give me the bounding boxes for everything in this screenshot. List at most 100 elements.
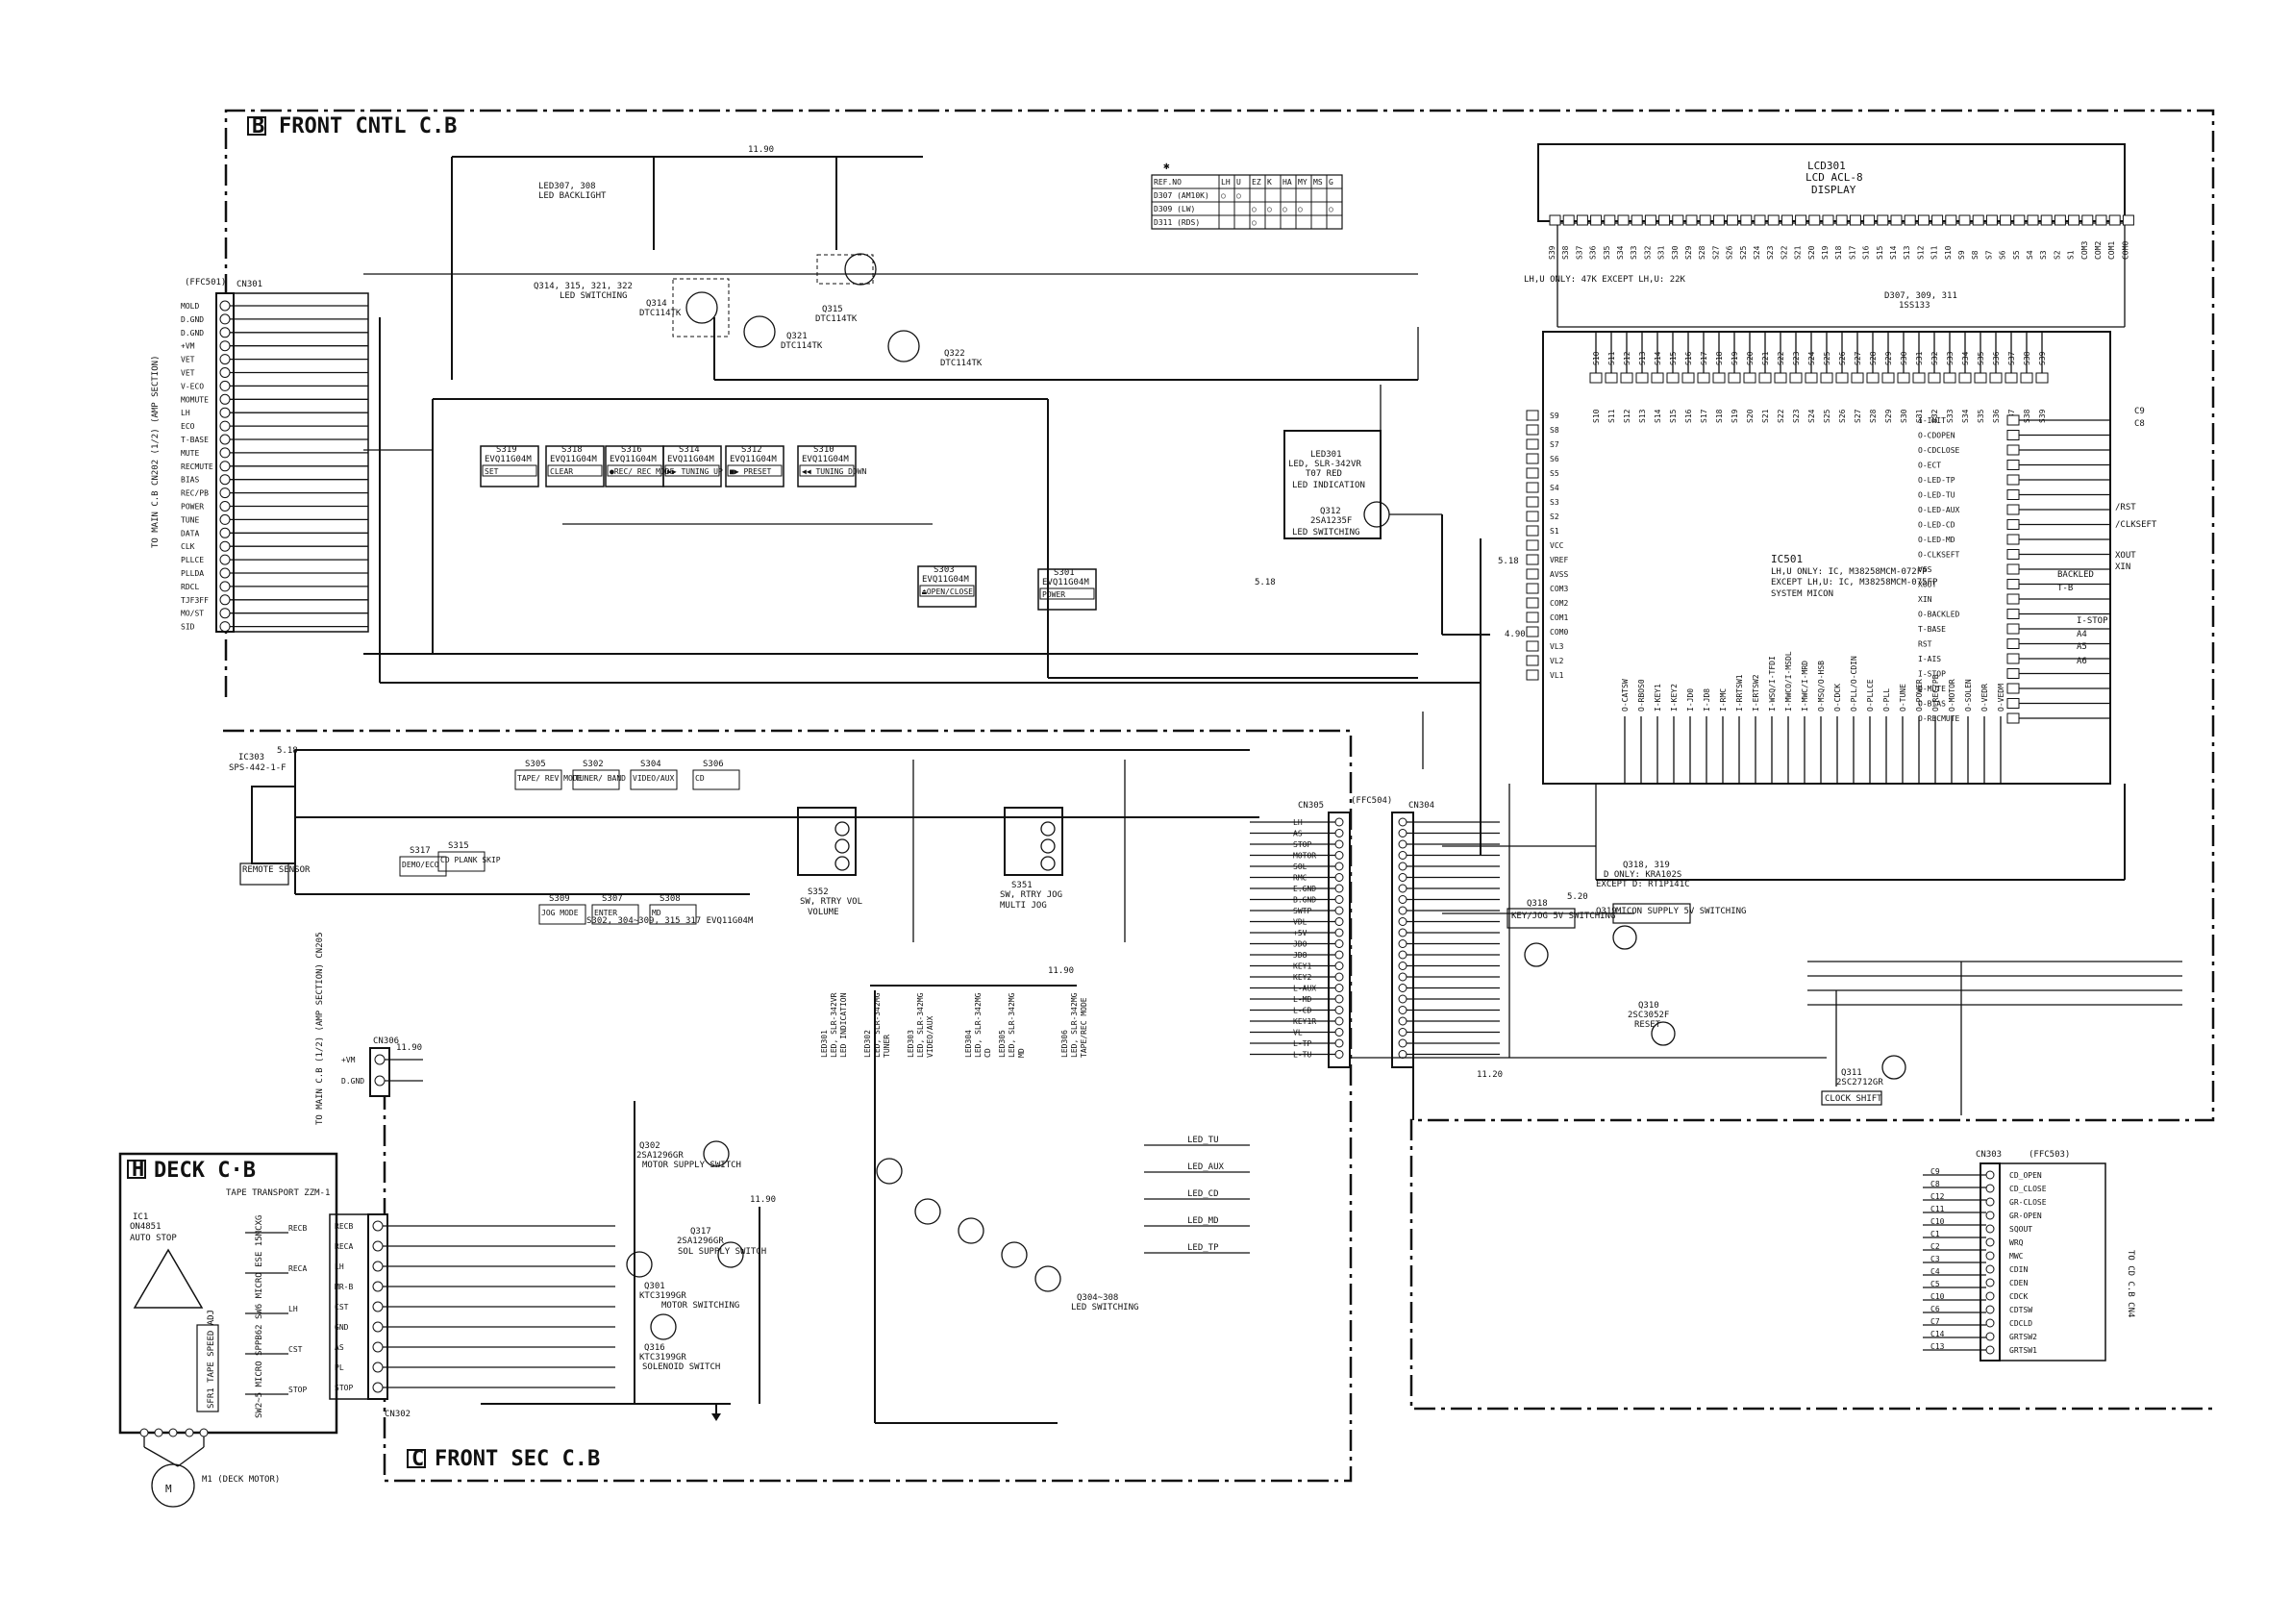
- cn301-ref: CN301: [237, 280, 262, 289]
- lcd-segment-label: S31: [1657, 245, 1666, 260]
- option-table-text: ○: [1252, 218, 1257, 227]
- rail-518-sec: 5.18: [277, 746, 298, 756]
- lcd-segment-label: S35: [1603, 245, 1611, 260]
- cn301-pin: [219, 461, 231, 472]
- q319-label: MICON SUPPLY 5V SWITCHING: [1616, 907, 1746, 916]
- sec-led-part: LED, SLR-342VR: [830, 992, 838, 1058]
- ic501-bottom-pin-label: I-RRTSW1: [1735, 674, 1744, 712]
- lcd-pin-box: [2013, 214, 2026, 226]
- rail-490: 4.90: [1505, 630, 1526, 639]
- ic501-top-pin-box: [1974, 372, 1987, 384]
- switch-label: ▶▶ TUNING UP: [667, 467, 723, 476]
- q311-label: CLOCK SHIFT: [1825, 1094, 1882, 1104]
- ic501-right-pin-box: [2006, 623, 2020, 635]
- lcd-segment-label: COM0: [2121, 241, 2129, 260]
- cn303-pin-label: MWC: [2009, 1252, 2024, 1261]
- switch-ref: S310: [813, 445, 834, 455]
- s351-part: SW, RTRY JOG: [1000, 890, 1062, 900]
- cn301-pin: [219, 581, 231, 592]
- cn304-pin: [1398, 862, 1407, 871]
- cn302-pin: [372, 1220, 384, 1232]
- lcd-segment-label: S3: [2039, 250, 2048, 260]
- cn303-wire-label: C7: [1930, 1317, 1940, 1326]
- cn305-pin-label: RMC: [1293, 874, 1307, 883]
- lcd-pin-box: [1754, 214, 1766, 226]
- cn303-pin: [1985, 1237, 1995, 1247]
- ic501-top-pin-label: S21: [1761, 351, 1770, 365]
- lcd-label: DISPLAY: [1811, 184, 1856, 196]
- lcd-pin-box: [1985, 214, 1998, 226]
- lcd-pin-box: [1945, 214, 1957, 226]
- ic501-left-pin-label: COM2: [1550, 599, 1568, 608]
- switch-label-box: [1039, 587, 1095, 600]
- switch-body: [797, 445, 857, 487]
- lcd-segment-label: S5: [2012, 250, 2021, 260]
- switch-ref: S312: [741, 445, 762, 455]
- lcd-pin-box: [2122, 214, 2134, 226]
- ic501-top-pin-box: [1681, 372, 1695, 384]
- ic501-top-pin-inner: S29: [1884, 409, 1893, 423]
- cn301-pin: [219, 434, 231, 445]
- cn304-pin: [1398, 928, 1407, 937]
- s352-ref: S352: [808, 887, 829, 897]
- q302-part: 2SA1296GR: [636, 1151, 684, 1161]
- sec-led-label: MD: [1017, 1048, 1026, 1058]
- cn301-pin: [219, 474, 231, 486]
- ic501-top-pin-inner: S23: [1792, 409, 1801, 423]
- ic501-top-pin-label: S31: [1915, 351, 1924, 365]
- lcd-segment-label: S29: [1684, 245, 1693, 260]
- q311-part: 2SC2712GR: [1836, 1078, 1883, 1087]
- switch-part: EVQ11G04M: [730, 455, 777, 464]
- q316-part: KTC3199GR: [639, 1353, 686, 1362]
- ic1-part: ON4851: [130, 1222, 162, 1232]
- sec-led-label: LED INDICATION: [839, 992, 848, 1058]
- lcd-pin-box: [2095, 214, 2107, 226]
- cn303-pin: [1985, 1224, 1995, 1234]
- ic501-top-pin-inner: S17: [1700, 409, 1708, 423]
- cn302-pin: [372, 1341, 384, 1353]
- cn305-pin: [1334, 994, 1344, 1004]
- lcd-pin-box: [1658, 214, 1671, 226]
- ic501-bottom-pin-label: O-PLL/O-CDIN: [1850, 656, 1858, 712]
- ic501-top-pin-label: S28: [1869, 351, 1878, 365]
- rail-1190-sec: 11.90: [1048, 966, 1074, 976]
- ic501-left-pins: S9S8S7S6S5S4S3S2S1VCCVREFAVSSCOM3COM2COM…: [1526, 410, 1568, 681]
- cn305-ref: CN305: [1298, 801, 1324, 811]
- ic501-right-pin-box: [2006, 474, 2020, 486]
- cn301-pin: [219, 313, 231, 325]
- ic501-top-pin-box: [1589, 372, 1603, 384]
- cn305-pin-label: SOL: [1293, 862, 1307, 871]
- lcd-segment-label: S9: [1957, 250, 1966, 260]
- switch-ref: S314: [679, 445, 700, 455]
- cn301-pin: [219, 608, 231, 619]
- led-net-label: LED_AUX: [1187, 1162, 1225, 1172]
- q317-ref: Q317: [690, 1227, 711, 1237]
- cn301-pin-label: D.GND: [181, 315, 204, 324]
- ic501-top-pin-box: [1712, 372, 1726, 384]
- option-table-cell: [1249, 187, 1266, 203]
- q-note-function: LED SWITCHING: [560, 291, 627, 301]
- cn303-pin-label: WRQ: [2009, 1238, 2024, 1247]
- q315-ref: Q315: [822, 305, 843, 314]
- deck-switch-label: LH: [288, 1305, 298, 1313]
- sec-switch-label: ENTER: [594, 909, 617, 917]
- cn305-pin-label: STOP: [1293, 840, 1311, 849]
- lcd-segment-label: S34: [1616, 245, 1625, 260]
- lcd-segment-label: S10: [1944, 245, 1953, 260]
- cn302-pin-label: GND: [335, 1323, 349, 1332]
- switch-part: EVQ11G04M: [802, 455, 849, 464]
- ic501-top-pin-inner: S34: [1961, 409, 1970, 423]
- ic501-bottom-pin-label: O-PLLCE: [1866, 679, 1875, 712]
- lcd-pin-box: [2040, 214, 2053, 226]
- lcd-pin-box: [1562, 214, 1575, 226]
- option-table-text: D309 (LW): [1154, 205, 1195, 213]
- ic501-top-pin-label: S23: [1792, 351, 1801, 365]
- sec-switch-ref: S315: [448, 841, 469, 851]
- ic501-bottom-pin-label: O-VEDR: [1980, 684, 1989, 712]
- cn301-connector: [215, 292, 369, 633]
- lcd-pin-box: [1767, 214, 1780, 226]
- q311-ref: Q311: [1841, 1068, 1862, 1078]
